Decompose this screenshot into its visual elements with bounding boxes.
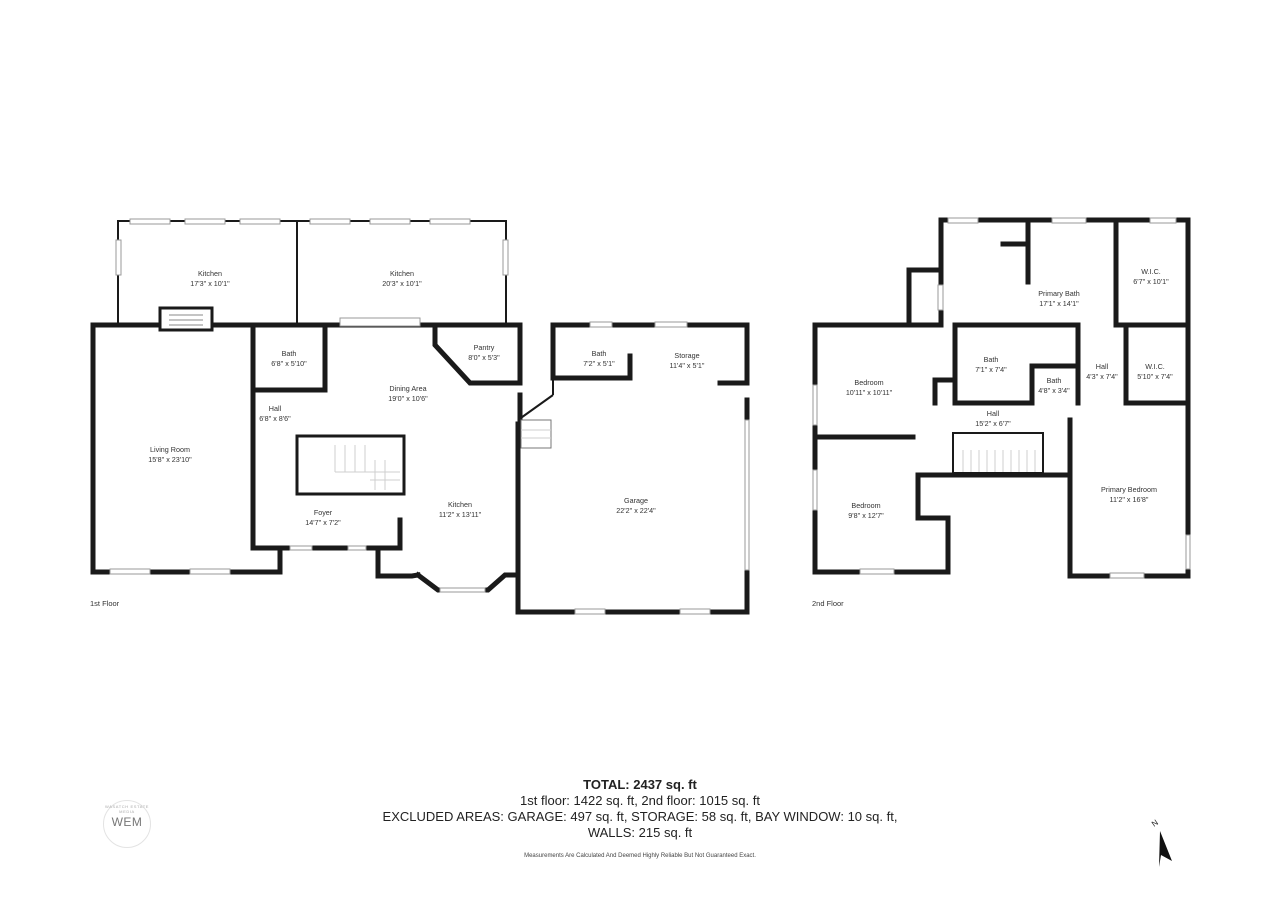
room-name: W.I.C.: [1145, 362, 1165, 371]
floor-label: 1st Floor: [90, 599, 120, 608]
room-name: Bath: [1047, 376, 1062, 385]
room-dims: 4'3" x 7'4": [1086, 372, 1118, 381]
room-name: Primary Bath: [1038, 289, 1080, 298]
second-floor-walls: [812, 217, 1191, 579]
logo-text: WEM: [111, 815, 143, 829]
room-dims: 22'2" x 22'4": [616, 506, 656, 515]
excluded-areas: EXCLUDED AREAS: GARAGE: 497 sq. ft, STOR…: [382, 809, 898, 824]
room-dims: 9'8" x 12'7": [848, 511, 884, 520]
room-name: Bath: [592, 349, 607, 358]
floor-areas: 1st floor: 1422 sq. ft, 2nd floor: 1015 …: [520, 793, 760, 808]
room-dims: 7'2" x 5'1": [583, 359, 615, 368]
room-name: Hall: [269, 404, 282, 413]
room-name: Living Room: [150, 445, 190, 454]
floor-label: 2nd Floor: [812, 599, 844, 608]
first-floor-windows: [109, 218, 750, 615]
room-dims: 6'7" x 10'1": [1133, 277, 1169, 286]
first-floor-room-labels: Kitchen 17'3" x 10'1" Kitchen 20'3" x 10…: [90, 269, 705, 608]
room-name: Pantry: [474, 343, 495, 352]
room-name: Bedroom: [854, 378, 883, 387]
room-name: Storage: [674, 351, 699, 360]
walls-area: WALLS: 215 sq. ft: [587, 825, 693, 840]
company-logo: WASATCH ESTATE MEDIA WEM: [103, 800, 151, 848]
room-dims: 5'10" x 7'4": [1137, 372, 1173, 381]
room-dims: 20'3" x 10'1": [382, 279, 422, 288]
room-name: Primary Bedroom: [1101, 485, 1157, 494]
room-name: Hall: [1096, 362, 1109, 371]
second-floor-stairs: [962, 450, 1036, 472]
room-dims: 7'1" x 7'4": [975, 365, 1007, 374]
room-dims: 11'2" x 13'11": [439, 510, 482, 519]
room-dims: 17'3" x 10'1": [190, 279, 230, 288]
room-dims: 6'8" x 5'10": [271, 359, 307, 368]
room-name: Kitchen: [390, 269, 414, 278]
room-dims: 11'2" x 16'8": [1110, 495, 1149, 504]
room-dims: 15'2" x 6'7": [975, 419, 1011, 428]
room-name: Bath: [282, 349, 297, 358]
total-area: TOTAL: 2437 sq. ft: [583, 777, 697, 792]
room-dims: 14'7" x 7'2": [305, 518, 341, 527]
room-name: Kitchen: [448, 500, 472, 509]
room-name: Bedroom: [851, 501, 880, 510]
room-dims: 6'8" x 8'6": [259, 414, 291, 423]
second-floor-room-labels: Primary Bath 17'1" x 14'1" W.I.C. 6'7" x…: [812, 267, 1173, 608]
second-floor-windows: [812, 217, 1191, 579]
first-floor-stairs: [334, 429, 551, 490]
room-dims: 19'0" x 10'6": [388, 394, 428, 403]
room-dims: 10'11" x 10'11": [846, 388, 893, 397]
room-name: Kitchen: [198, 269, 222, 278]
logo-ring-text: WASATCH ESTATE MEDIA: [104, 804, 150, 814]
room-dims: 11'4" x 5'1": [670, 361, 705, 370]
room-dims: 8'0" x 5'3": [468, 353, 500, 362]
room-name: Hall: [987, 409, 1000, 418]
room-dims: 15'8" x 23'10": [148, 455, 192, 464]
room-name: Foyer: [314, 508, 333, 517]
room-name: Garage: [624, 496, 648, 505]
first-floor-walls: [90, 220, 750, 615]
room-name: Bath: [984, 355, 999, 364]
room-name: Dining Area: [389, 384, 426, 393]
room-dims: 17'1" x 14'1": [1039, 299, 1079, 308]
disclaimer: Measurements Are Calculated And Deemed H…: [524, 853, 756, 859]
north-arrow-icon: N: [1148, 817, 1182, 867]
room-dims: 4'8" x 3'4": [1038, 386, 1070, 395]
room-name: W.I.C.: [1141, 267, 1161, 276]
compass-label: N: [1150, 818, 1160, 829]
